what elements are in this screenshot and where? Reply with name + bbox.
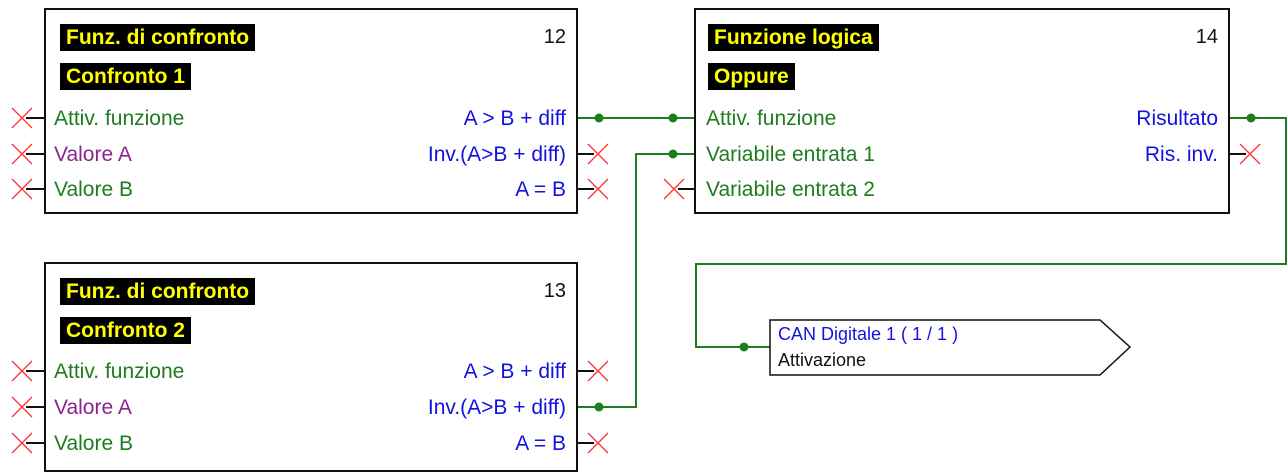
input-port-label[interactable]: Valore B (54, 432, 133, 455)
can-output-shape[interactable] (769, 319, 1132, 376)
output-port-label[interactable]: A = B (515, 432, 566, 455)
node-dot (1246, 113, 1256, 123)
function-block-13[interactable]: Funz. di confronto 13 Confronto 2 Attiv.… (44, 262, 578, 472)
function-block-12[interactable]: Funz. di confronto 12 Confronto 1 Attiv.… (44, 8, 578, 214)
output-port-label[interactable]: Inv.(A>B + diff) (427, 143, 566, 166)
node-dot (594, 113, 604, 123)
output-port-label[interactable]: A = B (515, 178, 566, 201)
input-port-label[interactable]: Attiv. funzione (54, 107, 185, 130)
unconnected-crosses-block14 (663, 143, 1261, 200)
block-number: 12 (543, 26, 566, 48)
unconnected-input-crosses-block12 (11, 107, 33, 200)
input-port-label[interactable]: Valore A (54, 396, 132, 419)
input-port-label[interactable]: Attiv. funzione (54, 360, 185, 383)
unconnected-output-crosses-block13 (587, 360, 609, 454)
can-output-title: CAN Digitale 1 ( 1 / 1 ) (778, 324, 959, 344)
block-type-label: Funz. di confronto (60, 278, 256, 305)
block-name-label: Confronto 2 (60, 317, 191, 344)
output-stubs-block12 (576, 153, 594, 190)
wire-13-to-14-var1[interactable] (576, 153, 696, 408)
unconnected-input-crosses-block13 (11, 360, 33, 454)
block-name-label: Confronto 1 (60, 63, 191, 90)
output-stubs-block13 (576, 370, 594, 444)
function-block-14[interactable]: Funzione logica 14 Oppure Attiv. funzion… (694, 8, 1230, 214)
input-port-label[interactable]: Valore A (54, 143, 132, 166)
output-port-label[interactable]: Risultato (1136, 107, 1218, 130)
wire-14-to-can[interactable] (695, 117, 1287, 348)
input-port-label[interactable]: Valore B (54, 178, 133, 201)
can-output-subtitle: Attivazione (778, 350, 867, 370)
output-port-label[interactable]: A > B + diff (463, 360, 566, 383)
block-number: 14 (1195, 26, 1218, 48)
block-number: 13 (543, 280, 566, 302)
node-dot (668, 113, 678, 123)
node-dot (668, 149, 678, 159)
unconnected-input-stubs-block13 (26, 370, 46, 444)
input-port-label[interactable]: Variabile entrata 2 (706, 178, 875, 201)
input-port-label[interactable]: Attiv. funzione (706, 107, 837, 130)
block-type-label: Funzione logica (708, 24, 879, 51)
output-port-label[interactable]: Ris. inv. (1144, 143, 1218, 166)
unconnected-input-stubs-block12 (26, 117, 46, 190)
output-port-label[interactable]: Inv.(A>B + diff) (427, 396, 566, 419)
node-dot (739, 342, 749, 352)
block-name-label: Oppure (708, 63, 795, 90)
stubs-block14 (678, 153, 1246, 190)
output-port-label[interactable]: A > B + diff (463, 107, 566, 130)
input-port-label[interactable]: Variabile entrata 1 (706, 143, 875, 166)
block-type-label: Funz. di confronto (60, 24, 256, 51)
unconnected-output-crosses-block12 (587, 143, 609, 200)
node-dot (594, 402, 604, 412)
